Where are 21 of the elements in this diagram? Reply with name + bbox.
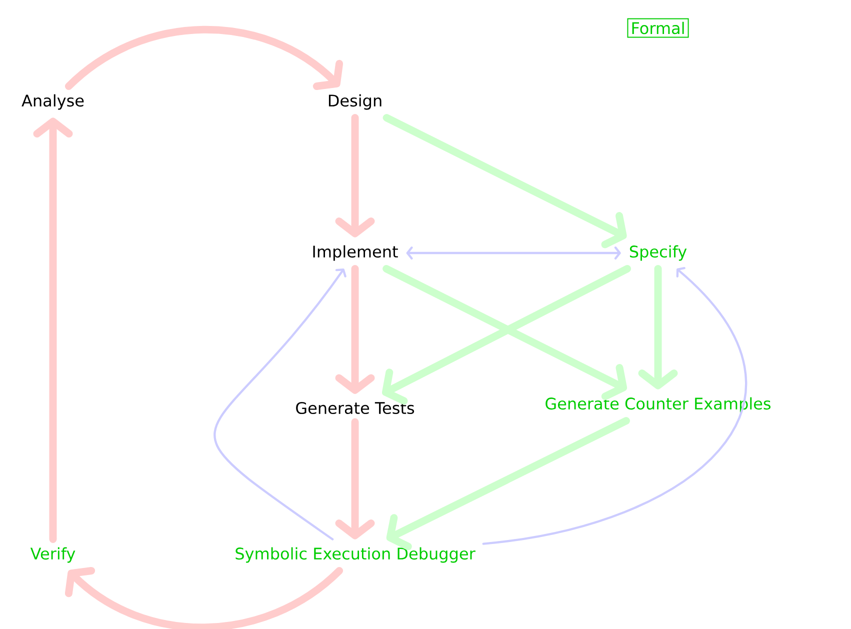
stage-label: Verify [30, 547, 76, 563]
arrow [335, 418, 375, 540]
arrow [638, 265, 678, 390]
stage-label: Design [328, 94, 382, 110]
stage-label: Symbolic Execution Debugger [236, 547, 476, 563]
arrow [335, 114, 375, 238]
stage-label: Specify [630, 245, 687, 261]
arrow [64, 567, 344, 629]
arrow [214, 268, 346, 540]
arrow [335, 265, 375, 394]
arrow [382, 114, 627, 248]
arrow [33, 118, 73, 544]
stage-label: Analyse [22, 94, 84, 110]
stage-label: Implement [313, 245, 398, 261]
arrow [386, 417, 630, 550]
category-box: Formal [627, 18, 689, 38]
stage-label: Generate Counter Examples [546, 397, 771, 413]
arrow [406, 246, 621, 260]
arrow [482, 266, 746, 545]
stage-label: Generate Tests [296, 402, 414, 414]
arrow [64, 26, 344, 90]
